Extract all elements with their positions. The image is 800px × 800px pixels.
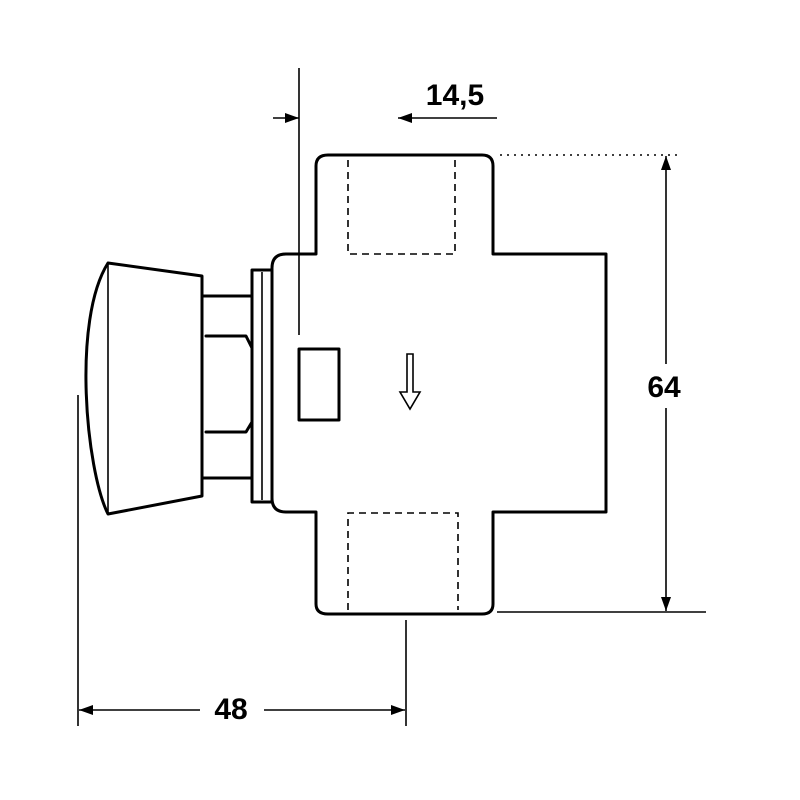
valve-stem	[200, 294, 254, 480]
inspection-window	[297, 347, 341, 422]
hex-nut	[204, 334, 254, 434]
upper-port-hidden	[347, 160, 456, 255]
valve-body	[270, 153, 608, 616]
lower-port-hidden	[347, 512, 459, 610]
dimension-label-14-5: 14,5	[426, 79, 484, 112]
flow-arrow-icon	[398, 353, 422, 411]
dimension-label-64-backing	[636, 364, 696, 408]
arrowhead-64-bottom	[661, 597, 671, 611]
arrowhead-14-5-left	[285, 113, 299, 123]
arrowhead-14-5-right	[398, 113, 412, 123]
arrowhead-48-right	[391, 705, 405, 715]
dimension-label-48-backing	[200, 686, 264, 730]
dimension-label-48: 48	[214, 693, 247, 726]
dimension-label-64: 64	[647, 371, 681, 404]
valve-knob	[84, 261, 204, 516]
arrowhead-64-top	[661, 156, 671, 170]
arrowhead-48-left	[79, 705, 93, 715]
